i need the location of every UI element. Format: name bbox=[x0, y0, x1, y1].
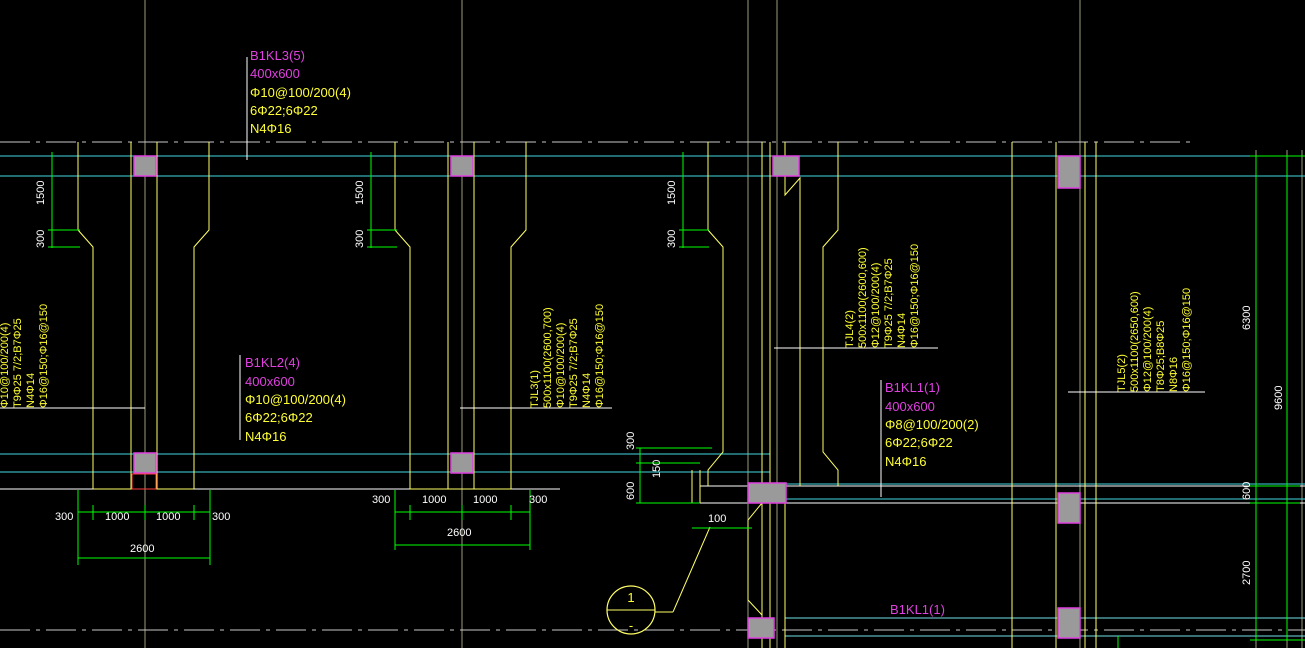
dim-300: 300 bbox=[529, 494, 547, 506]
section-marker-top: 1 bbox=[627, 590, 634, 605]
b1kl1-rebar: 6Φ22;6Φ22 bbox=[885, 435, 953, 450]
dim-1500: 1500 bbox=[666, 181, 678, 205]
dim-9600: 9600 bbox=[1273, 386, 1285, 410]
tjl4-rebar: T9Φ25 7/2;B7Φ25 bbox=[883, 258, 895, 348]
dim-2600: 2600 bbox=[447, 527, 471, 539]
dim-2600: 2600 bbox=[130, 543, 154, 555]
tjl5-size: 500x1100(2650,600) bbox=[1129, 291, 1141, 392]
left-bottom: Φ16@150;Φ16@150 bbox=[38, 304, 50, 408]
column bbox=[1057, 607, 1081, 639]
dim-300: 300 bbox=[354, 230, 366, 248]
b1kl2-name: B1KL2(4) bbox=[245, 355, 300, 370]
left-side: N4Φ14 bbox=[25, 373, 37, 408]
beam-label-b1kl1: B1KL1(1) 400x600 Φ8@100/200(2) 6Φ22;6Φ22… bbox=[885, 380, 979, 469]
dim-1000: 1000 bbox=[473, 494, 497, 506]
b1kl3-name: B1KL3(5) bbox=[250, 48, 305, 63]
section-marker-bottom: - bbox=[629, 618, 633, 633]
b1kl2-rebar: 6Φ22;6Φ22 bbox=[245, 410, 313, 425]
b1kl2-stirrup: Φ10@100/200(4) bbox=[245, 392, 346, 407]
tjl4-name: TJL4(2) bbox=[844, 310, 856, 348]
tjl4-bottom: Φ16@150;Φ16@150 bbox=[909, 244, 921, 348]
tjl3-size: 500x1100(2600,700) bbox=[542, 307, 554, 408]
dim-300: 300 bbox=[35, 230, 47, 248]
column bbox=[1057, 155, 1081, 189]
columns bbox=[133, 155, 1081, 639]
dim-1000: 1000 bbox=[105, 511, 129, 523]
left-stirrup: Φ10@100/200(4) bbox=[0, 323, 11, 408]
dimension-texts: 1500 300 1500 300 1500 300 300 1000 1000… bbox=[35, 181, 1285, 585]
tjl3-bottom: Φ16@150;Φ16@150 bbox=[594, 304, 606, 408]
tjl4-stirrup: Φ12@100/200(4) bbox=[870, 263, 882, 348]
left-rebar: T9Φ25 7/2;B7Φ25 bbox=[12, 318, 24, 408]
dim-300: 300 bbox=[372, 494, 390, 506]
dim-1500: 1500 bbox=[35, 181, 47, 205]
foundation-outlines bbox=[77, 142, 1097, 648]
tjl5-side: N8Φ16 bbox=[1168, 357, 1180, 392]
b1kl3-side: N4Φ16 bbox=[250, 121, 291, 136]
dim-2700: 2700 bbox=[1241, 561, 1253, 585]
b1kl1-bottom-name: B1KL1(1) bbox=[890, 602, 945, 617]
beam-label-b1kl3: B1KL3(5) 400x600 Φ10@100/200(4) 6Φ22;6Φ2… bbox=[250, 48, 351, 136]
tjl5-bottom: Φ16@150;Φ16@150 bbox=[1181, 288, 1193, 392]
column-base-marker bbox=[131, 473, 157, 490]
column bbox=[772, 155, 800, 177]
dim-1000: 1000 bbox=[422, 494, 446, 506]
b1kl1-side: N4Φ16 bbox=[885, 454, 926, 469]
column bbox=[1057, 492, 1081, 524]
dim-150: 150 bbox=[651, 460, 663, 478]
dim-600: 600 bbox=[1241, 482, 1253, 500]
b1kl1-stirrup: Φ8@100/200(2) bbox=[885, 417, 979, 432]
dim-300: 300 bbox=[625, 432, 637, 450]
b1kl3-size: 400x600 bbox=[250, 66, 300, 81]
column bbox=[133, 155, 157, 177]
tjl4-side: N4Φ14 bbox=[896, 313, 908, 348]
column bbox=[747, 482, 787, 504]
tjl4-size: 500x1100(2600,600) bbox=[857, 247, 869, 348]
foundation-label-tjl5: TJL5(2) 500x1100(2650,600) Φ12@100/200(4… bbox=[1116, 288, 1193, 392]
axis-lines bbox=[0, 141, 1305, 631]
dim-300: 300 bbox=[666, 230, 678, 248]
section-marker[interactable]: 1 - bbox=[606, 585, 673, 635]
b1kl1-size: 400x600 bbox=[885, 399, 935, 414]
foundation-label-left: Φ10@100/200(4) T9Φ25 7/2;B7Φ25 N4Φ14 Φ16… bbox=[0, 304, 50, 408]
column bbox=[747, 617, 775, 639]
tjl3-side: N4Φ14 bbox=[581, 373, 593, 408]
dimension-lines bbox=[48, 152, 1305, 648]
tjl3-name: TJL3(1) bbox=[529, 370, 541, 408]
tjl3-stirrup: Φ10@100/200(4) bbox=[555, 323, 567, 408]
b1kl1-name: B1KL1(1) bbox=[885, 380, 940, 395]
beam-lines bbox=[0, 155, 1305, 637]
dim-1500: 1500 bbox=[354, 181, 366, 205]
foundation-label-tjl3: TJL3(1) 500x1100(2600,700) Φ10@100/200(4… bbox=[529, 304, 606, 408]
dim-300: 300 bbox=[55, 511, 73, 523]
tjl3-rebar: T9Φ25 7/2;B7Φ25 bbox=[568, 318, 580, 408]
tjl5-rebar: T8Φ25;B8Φ25 bbox=[1155, 321, 1167, 392]
dim-600: 600 bbox=[625, 482, 637, 500]
b1kl3-rebar: 6Φ22;6Φ22 bbox=[250, 103, 318, 118]
foundation-label-tjl4: TJL4(2) 500x1100(2600,600) Φ12@100/200(4… bbox=[844, 244, 921, 348]
column bbox=[450, 452, 474, 474]
column bbox=[450, 155, 474, 177]
dim-300: 300 bbox=[212, 511, 230, 523]
dim-1000: 1000 bbox=[156, 511, 180, 523]
dim-100: 100 bbox=[708, 513, 726, 525]
b1kl2-side: N4Φ16 bbox=[245, 429, 286, 444]
tjl5-stirrup: Φ12@100/200(4) bbox=[1142, 307, 1154, 392]
b1kl3-stirrup: Φ10@100/200(4) bbox=[250, 85, 351, 100]
tjl5-name: TJL5(2) bbox=[1116, 354, 1128, 392]
beam-label-b1kl2: B1KL2(4) 400x600 Φ10@100/200(4) 6Φ22;6Φ2… bbox=[245, 355, 346, 444]
dim-6300: 6300 bbox=[1241, 306, 1253, 330]
column bbox=[133, 452, 157, 474]
b1kl2-size: 400x600 bbox=[245, 374, 295, 389]
leader-lines bbox=[0, 57, 1205, 613]
